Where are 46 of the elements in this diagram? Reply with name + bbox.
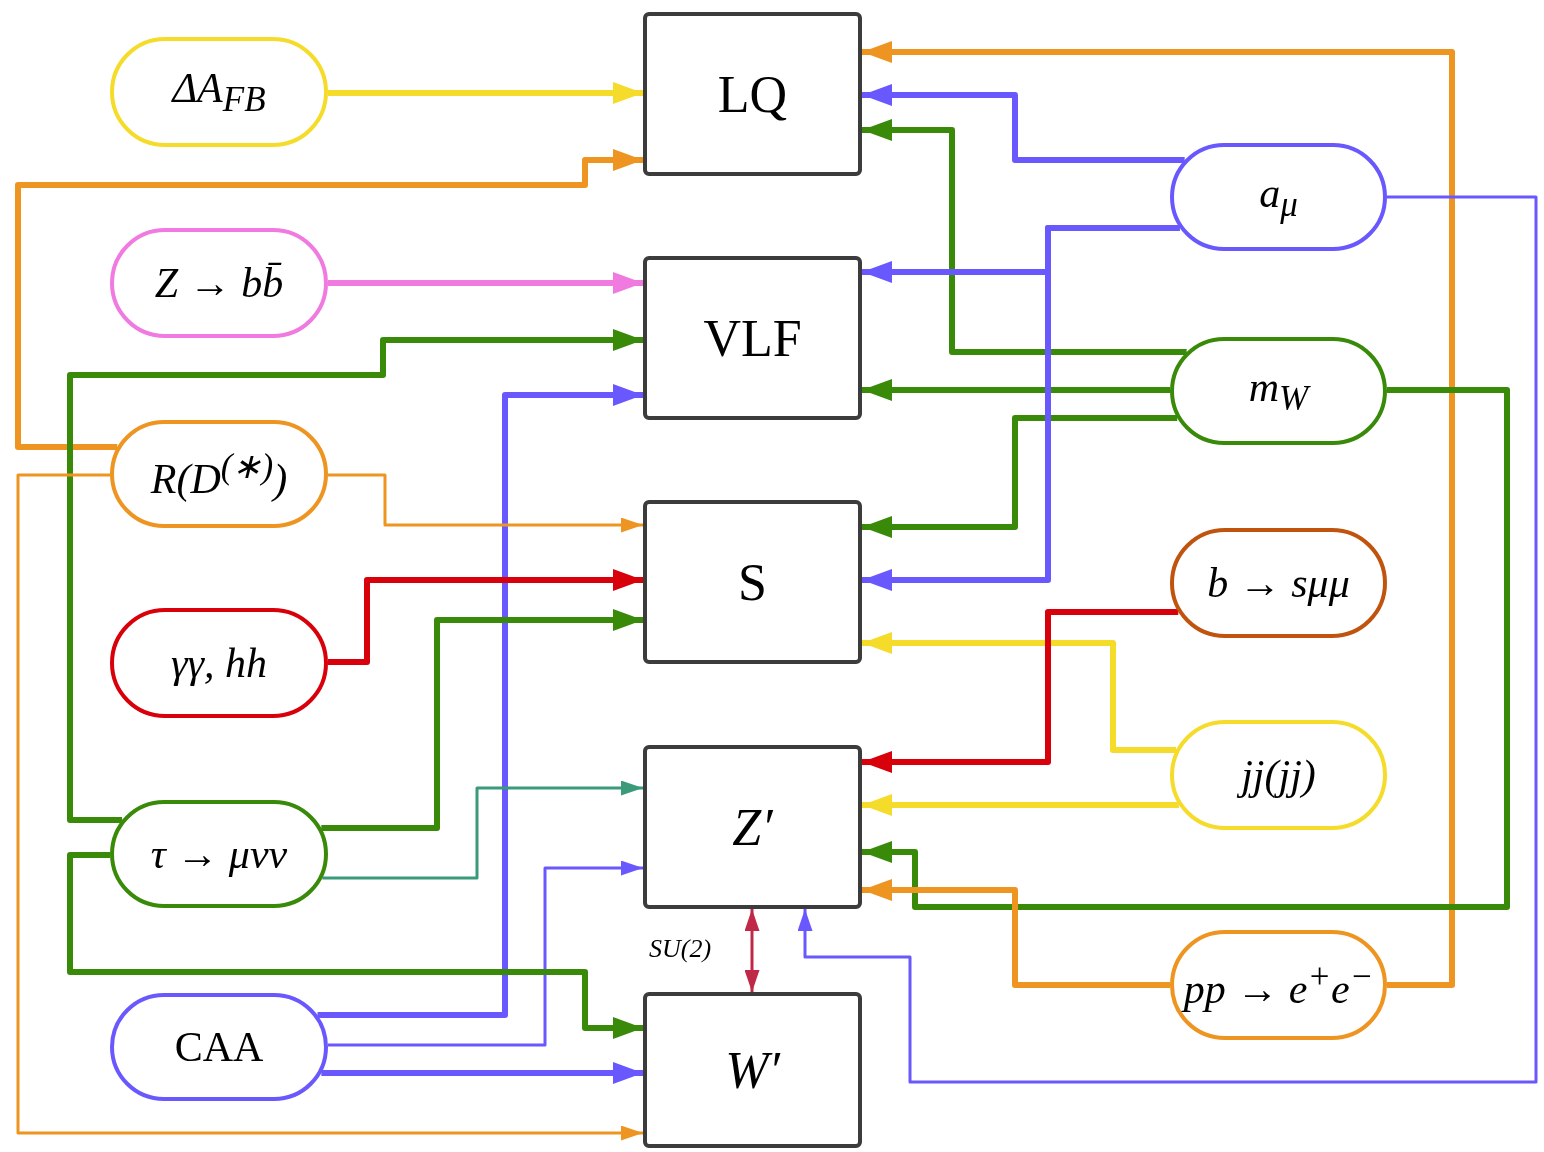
arrow <box>862 387 1510 910</box>
arrow <box>67 852 643 1039</box>
arrow <box>67 329 643 823</box>
arrow <box>744 909 760 992</box>
observable-label: m$_{W}$ <box>1248 362 1309 420</box>
observable-label: pp → e$^{+}$e$^{−}$ <box>1183 957 1374 1013</box>
arrow <box>16 473 643 1141</box>
observable-label: CAA <box>174 1023 264 1071</box>
observable-label: γγ, hh <box>170 639 268 687</box>
model-box <box>643 12 862 176</box>
arrow <box>862 879 1170 988</box>
arrow <box>862 632 1176 753</box>
model-box <box>643 745 862 909</box>
arrow <box>321 609 643 831</box>
arrow <box>862 225 1180 591</box>
arrow <box>322 780 643 880</box>
observable-label: a$_{μ}$ <box>1259 168 1298 226</box>
arrow <box>328 473 643 533</box>
observable-label: ΔA$_{FB}$ <box>172 63 266 121</box>
arrow <box>862 41 1455 988</box>
arrow <box>862 794 1179 816</box>
observable-label: b → sμμ <box>1207 559 1350 607</box>
arrow <box>328 272 643 294</box>
observable-label: τ → μνν <box>150 830 288 878</box>
arrow <box>862 415 1178 538</box>
arrow <box>321 1062 643 1084</box>
model-label: W′ <box>725 1040 780 1100</box>
model-box <box>643 500 862 664</box>
arrow <box>862 84 1185 163</box>
observable-label: R(D$^{(∗)}$) <box>150 445 288 503</box>
observable-label: Z → bb̄ <box>154 259 284 307</box>
arrow <box>317 384 643 1018</box>
arrow <box>327 860 643 1047</box>
model-label: LQ <box>717 64 788 124</box>
arrow <box>862 379 1170 401</box>
arrow <box>862 119 1187 355</box>
model-label: VLF <box>703 308 802 368</box>
arrow <box>862 609 1179 773</box>
arrow <box>797 195 1538 1084</box>
arrow <box>328 569 643 665</box>
model-label: Z′ <box>732 797 773 857</box>
arrow <box>15 149 643 450</box>
model-box <box>643 992 862 1148</box>
model-box <box>643 256 862 420</box>
arrow <box>328 82 643 104</box>
model-label: S <box>738 552 767 612</box>
